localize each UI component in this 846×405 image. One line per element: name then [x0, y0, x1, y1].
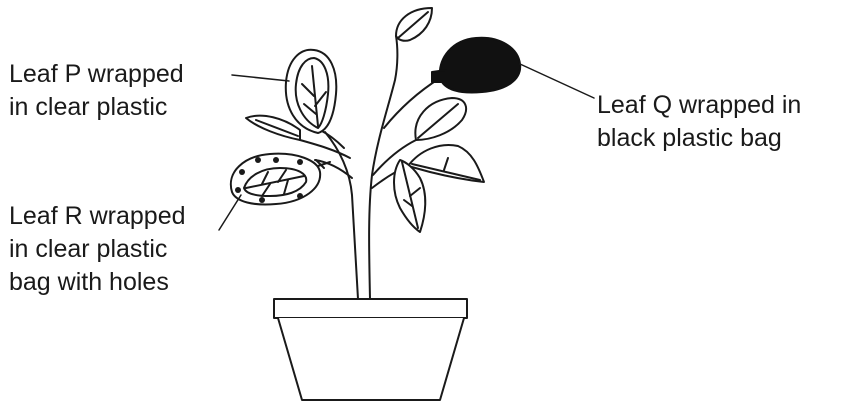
leaf-q-black-bag	[432, 38, 520, 93]
top-leaf	[396, 8, 432, 41]
leaf-p-label: Leaf P wrapped in clear plastic	[9, 58, 184, 124]
leaf-r-bag-with-holes	[231, 154, 330, 205]
leaf-r-label: Leaf R wrapped in clear plastic bag with…	[9, 200, 186, 299]
leaf-p-label-line-1: Leaf P wrapped	[9, 58, 184, 91]
leaf-q-label: Leaf Q wrapped in black plastic bag	[597, 89, 801, 155]
leaf-r-label-line-3: bag with holes	[9, 266, 186, 299]
flower-pot	[274, 299, 467, 400]
leaf-q-label-line-2: black plastic bag	[597, 122, 801, 155]
leaf-p-clear-bag	[286, 50, 337, 133]
leaf-p-label-line-2: in clear plastic	[9, 91, 184, 124]
leaf-r-label-line-1: Leaf R wrapped	[9, 200, 186, 233]
leaf-r-label-line-2: in clear plastic	[9, 233, 186, 266]
leaf-q-label-line-1: Leaf Q wrapped in	[597, 89, 801, 122]
